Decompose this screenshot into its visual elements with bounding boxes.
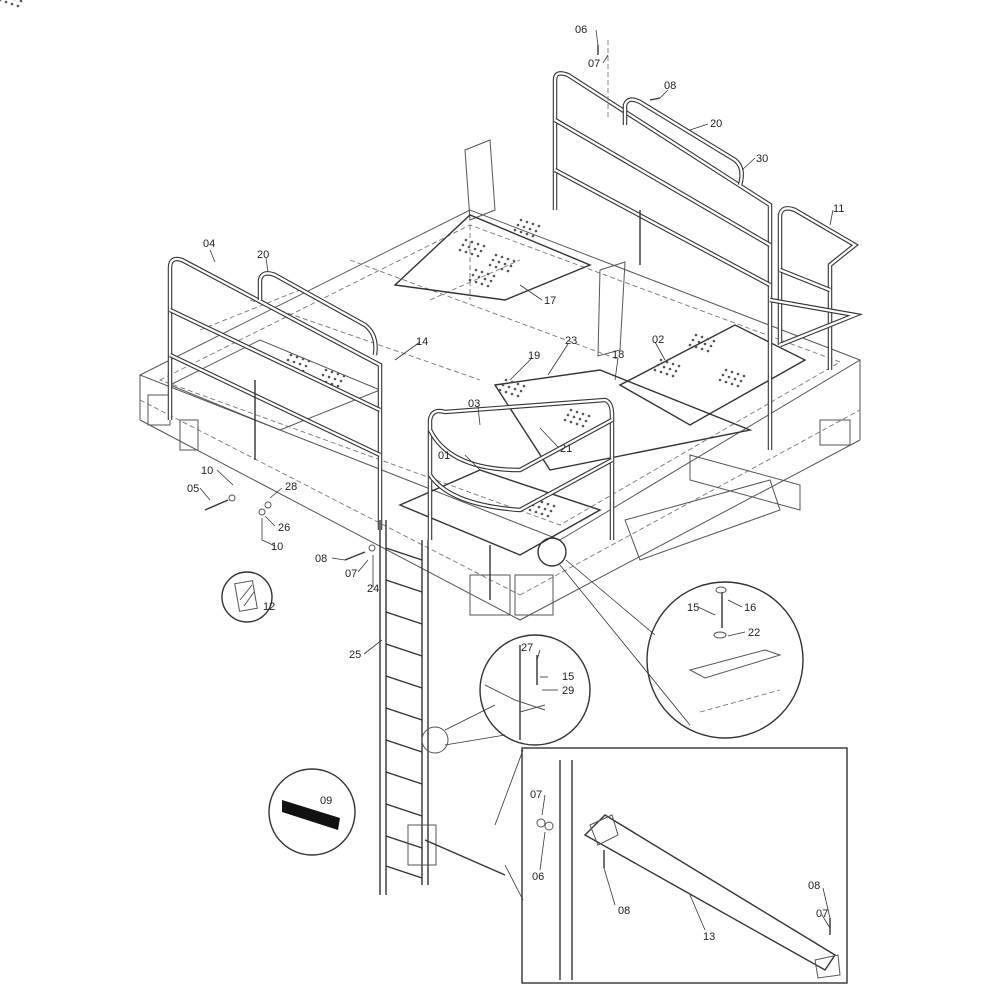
callout-06-box: 06 [532,871,544,883]
callout-03: 03 [468,398,480,410]
detail-circle-hinge [537,537,567,567]
anti-slip-strip-icon [282,800,340,830]
callout-27: 27 [521,642,533,654]
plate-17 [393,214,592,301]
callout-09: 09 [320,795,332,807]
callout-17: 17 [544,295,556,307]
callout-11: 11 [833,203,844,215]
callout-28: 28 [285,481,297,493]
detail-view-ladder-hinge [479,634,591,746]
callout-10-left: 10 [201,465,213,477]
floor-plates [168,214,807,556]
detail-circle-12 [221,571,273,623]
callout-08-top: 08 [664,80,676,92]
callout-25: 25 [349,649,361,661]
detail-view-hinge [646,581,804,739]
tread-patterns [0,0,746,518]
ladder [379,520,506,895]
callout-05: 05 [187,483,199,495]
callout-02: 02 [652,334,664,346]
callout-23: 23 [565,335,577,347]
callout-21: 21 [560,443,572,455]
callout-08-box-right: 08 [808,880,820,892]
plate-left [168,339,382,431]
callout-24: 24 [367,583,379,595]
callout-14: 14 [416,336,428,348]
callout-30: 30 [756,153,768,165]
callout-12: 12 [263,601,275,613]
callout-06-top: 06 [575,24,587,36]
callout-19: 19 [528,350,540,362]
callout-07-top: 07 [588,58,600,70]
detail-box-brace [521,747,848,984]
callout-22: 22 [748,627,760,639]
callout-07-mid: 07 [345,568,357,580]
callout-26: 26 [278,522,290,534]
callout-07-box: 07 [530,789,542,801]
handrails [167,71,864,600]
callout-20-left: 20 [257,249,269,261]
callout-04: 04 [203,238,215,250]
callout-15-left: 15 [562,671,574,683]
plate-01 [398,469,602,556]
plate-18 [493,369,753,471]
plate-02 [618,324,807,426]
hardware [204,40,831,935]
callout-15-right: 15 [687,602,699,614]
callout-20-right: 20 [710,118,722,130]
chassis-frame [138,139,862,621]
callout-16: 16 [744,602,756,614]
leader-lines [199,29,834,931]
callout-10-bottom: 10 [271,541,283,553]
callout-08-box-left: 08 [618,905,630,917]
callout-01: 01 [438,450,450,462]
callout-29: 29 [562,685,574,697]
callout-18: 18 [612,349,624,361]
callout-labels: 06 07 08 20 30 11 04 20 17 14 23 19 18 0… [187,24,844,943]
detail-circle-09 [268,768,356,856]
callout-08-mid: 08 [315,553,327,565]
detail-callout-views [221,537,848,984]
callout-13: 13 [703,931,715,943]
callout-07-box-right: 07 [816,908,828,920]
